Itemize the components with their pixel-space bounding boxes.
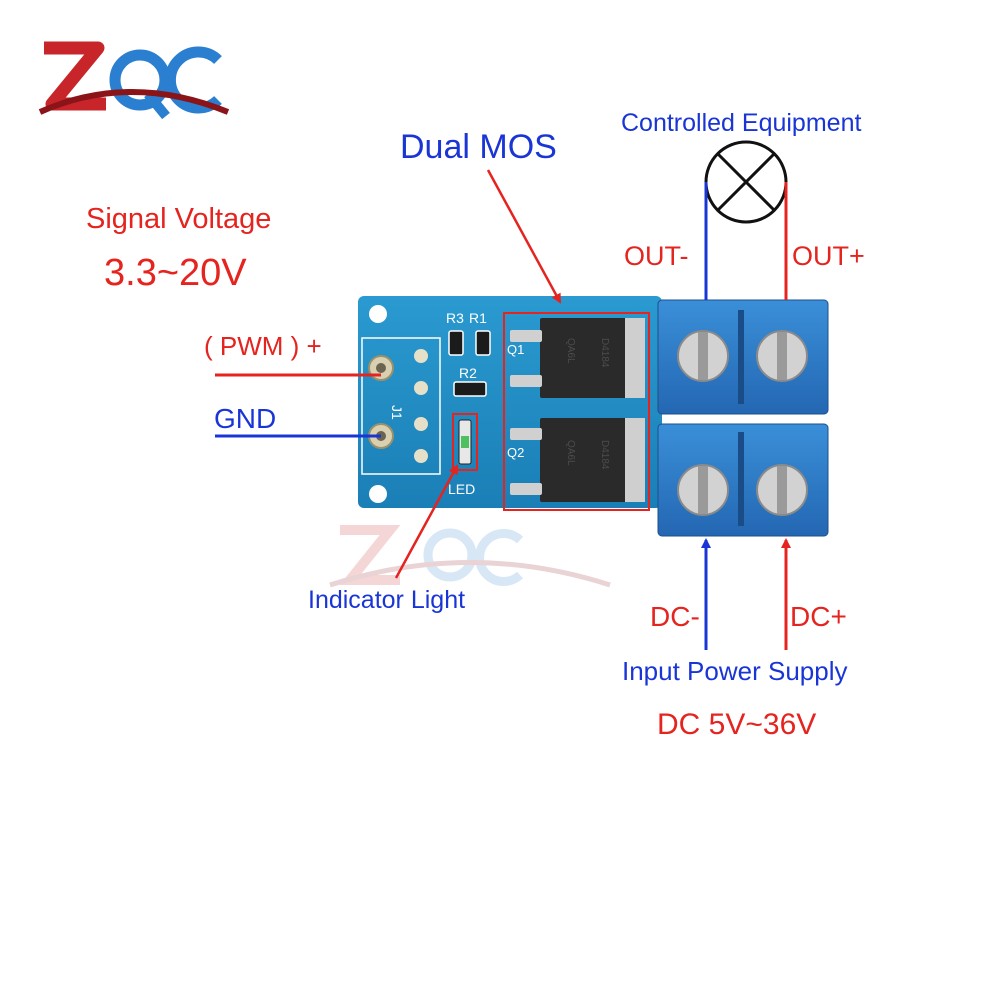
dc-range-label: DC 5V~36V [657,708,816,741]
dc-plus-label: DC+ [790,601,847,632]
arrow-indicator-light [394,464,459,579]
mosfet-q2 [510,418,645,502]
dual-mos-label: Dual MOS [400,128,557,166]
silk-led: LED [448,481,475,497]
controlled-equipment-label: Controlled Equipment [621,109,861,137]
out-plus-label: OUT+ [792,241,865,271]
silk-r3: R3 [446,310,464,326]
lamp-icon [704,140,788,224]
signal-range-label: 3.3~20V [104,252,247,294]
mosfet-q1 [510,318,645,398]
chip1-code: D4184 [599,338,610,368]
pwm-label: ( PWM ) + [204,331,322,361]
terminal-block-input [657,423,829,537]
watermark-logo [329,525,611,588]
mount-hole-top [369,305,387,323]
out-minus-label: OUT- [624,241,689,271]
dc-minus-label: DC- [650,601,700,632]
silk-j1: J1 [389,405,405,420]
silk-q1: Q1 [507,342,524,357]
pcb-board: R3 R1 R2 Q1 Q2 J1 LED D4184 QA6L D4184 Q… [358,296,662,511]
chip1-batch: QA6L [565,338,576,364]
j1-header [361,337,441,475]
terminal-block-output [657,299,829,415]
dual-mos-highlight [503,312,650,511]
indicator-light-label: Indicator Light [308,586,465,614]
gnd-label: GND [214,403,276,434]
signal-voltage-label: Signal Voltage [86,203,271,235]
led-component [452,413,478,471]
chip2-batch: QA6L [565,440,576,466]
input-power-supply-label: Input Power Supply [622,656,847,686]
silk-r2: R2 [459,365,477,381]
arrow-dual-mos [486,169,562,304]
resistors [448,330,491,397]
chip2-code: D4184 [599,440,610,470]
silk-r1: R1 [469,310,487,326]
silk-q2: Q2 [507,445,524,460]
zqc-logo [38,41,230,120]
mount-hole-bottom [369,485,387,503]
